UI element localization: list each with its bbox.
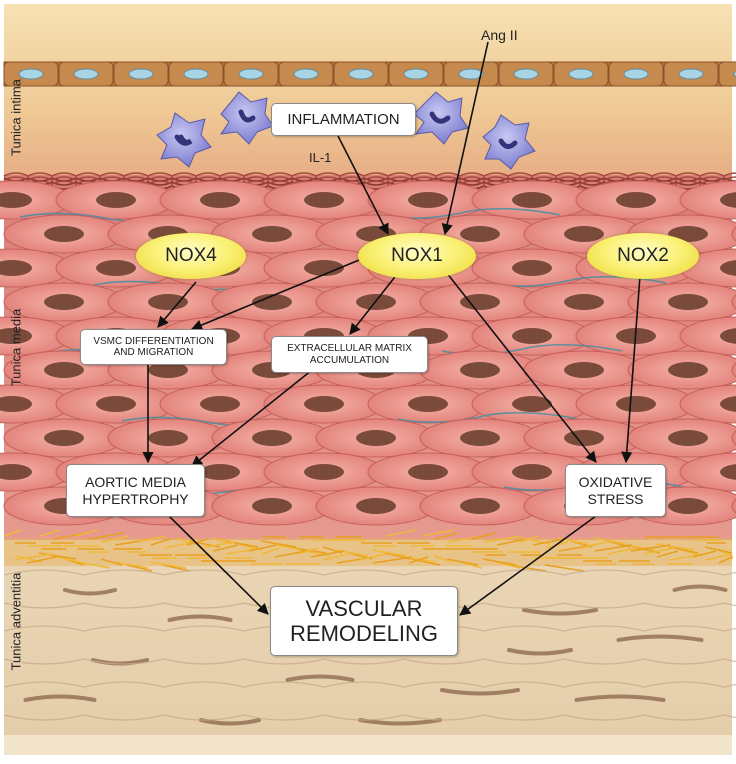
nox4-label: NOX4 (165, 245, 217, 266)
nox2-node: NOX2 (587, 233, 699, 279)
inflammation-box: INFLAMMATION (271, 103, 416, 136)
oxidative-stress-box: OXIDATIVE STRESS (565, 464, 666, 517)
inflammation-text: INFLAMMATION (287, 110, 400, 128)
layer-label-intima: Tunica intima (8, 79, 24, 156)
vsmc-box: VSMC DIFFERENTIATION AND MIGRATION (80, 329, 227, 365)
layer-label-adventitia: Tunica adventitia (8, 572, 24, 671)
layer-label-media: Tunica media (8, 308, 24, 387)
arrow-nox2-to-oxidative (621, 275, 641, 464)
nox4-node: NOX4 (136, 233, 246, 279)
arrow-ecm-to-hypertrophy (191, 369, 313, 467)
nox1-node: NOX1 (358, 233, 476, 279)
arrow-nox4-to-vsmc (157, 281, 197, 328)
hypertrophy-line-2: HYPERTROPHY (82, 490, 189, 507)
remodeling-line-2: REMODELING (290, 621, 438, 646)
il-1-label: IL-1 (309, 150, 332, 165)
endothelial-layer (3, 61, 736, 87)
vascular-remodeling-box: VASCULAR REMODELING (270, 586, 458, 656)
oxidative-line-2: STRESS (587, 490, 644, 507)
collagen-fibers (3, 529, 733, 572)
arrow-oxidative-to-remodeling (459, 515, 597, 616)
arrow-nox1-to-vsmc (190, 257, 365, 331)
hypertrophy-box: AORTIC MEDIA HYPERTROPHY (66, 464, 205, 517)
macrophage-2 (219, 91, 274, 145)
bottom-strip (4, 735, 732, 755)
hypertrophy-line-1: AORTIC MEDIA (85, 474, 186, 491)
nox2-label: NOX2 (617, 245, 669, 266)
nox1-label: NOX1 (391, 245, 443, 266)
ecm-line-1: EXTRACELLULAR MATRIX (287, 343, 412, 354)
remodeling-line-1: VASCULAR (305, 595, 423, 621)
oxidative-line-1: OXIDATIVE (578, 474, 653, 491)
arrow-inflammation-to-nox1 (337, 135, 389, 235)
arrow-nox1-to-oxidative (445, 271, 597, 463)
vsmc-line-1: VSMC DIFFERENTIATION (93, 335, 214, 347)
vsmc-line-2: AND MIGRATION (113, 347, 194, 358)
ecm-box: EXTRACELLULAR MATRIX ACCUMULATION (271, 336, 428, 373)
pathway-arrows (142, 41, 641, 616)
ang-ii-label: Ang II (481, 27, 518, 43)
ecm-line-2: ACCUMULATION (309, 354, 390, 366)
macrophage-cells (156, 91, 536, 170)
arrow-angii-to-nox1 (441, 41, 489, 236)
arrow-hypertrophy-to-remodeling (167, 514, 269, 615)
macrophage-4 (482, 114, 536, 170)
macrophage-1 (156, 112, 212, 168)
arrow-nox1-to-ecm (349, 272, 399, 335)
